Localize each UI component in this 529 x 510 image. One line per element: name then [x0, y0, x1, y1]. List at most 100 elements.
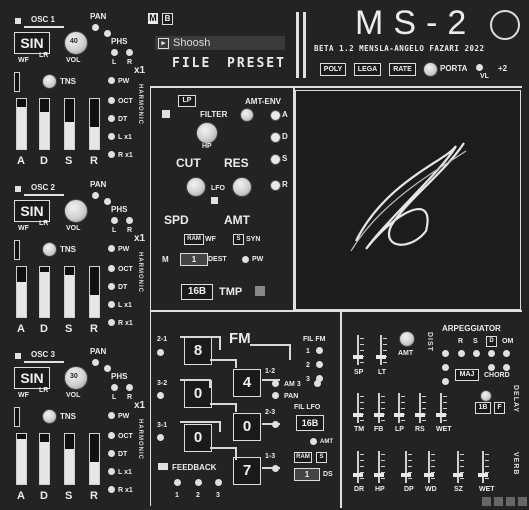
fx-slider-thumb-3[interactable]: [353, 413, 363, 417]
delay-f-button[interactable]: F: [494, 402, 505, 414]
osc-env-slider-a[interactable]: [16, 98, 27, 150]
am3-toggle[interactable]: [314, 380, 321, 387]
fil-fm-2-toggle[interactable]: [316, 361, 323, 368]
arp-toggle-3[interactable]: [473, 350, 480, 357]
osc-phs-l-toggle[interactable]: [111, 217, 118, 224]
fb-1-knob[interactable]: [174, 479, 181, 486]
osc-oct-knob[interactable]: [108, 97, 115, 104]
fx-slider-track-1[interactable]: [357, 335, 359, 365]
fm-op-1[interactable]: 8: [184, 337, 212, 365]
osc-pan-toggle[interactable]: [104, 198, 111, 205]
fx-slider-track-5[interactable]: [398, 393, 400, 423]
fx-slider-thumb-4[interactable]: [374, 413, 384, 417]
fx-slider-track-6[interactable]: [419, 393, 421, 423]
m-button[interactable]: M: [148, 13, 158, 24]
osc-pan-toggle[interactable]: [104, 365, 111, 372]
osc-phs-r-toggle[interactable]: [126, 384, 133, 391]
fx-slider-thumb-6[interactable]: [415, 413, 425, 417]
ratio-3-1-knob[interactable]: [157, 434, 164, 441]
fil-lfo-amt-knob[interactable]: [310, 438, 317, 445]
osc-dt-knob[interactable]: [108, 283, 115, 290]
lp-button[interactable]: LP: [178, 95, 196, 107]
lfo-s-button[interactable]: S: [233, 234, 244, 245]
preset-menu[interactable]: PRESET: [227, 56, 286, 71]
ratio-3-2-knob[interactable]: [157, 392, 164, 399]
osc-phs-r-toggle[interactable]: [126, 217, 133, 224]
lfo-toggle[interactable]: [211, 197, 218, 204]
osc-env-slider-s[interactable]: [64, 98, 75, 150]
porta-toggle[interactable]: [476, 64, 483, 71]
lfo-dest-value[interactable]: 1: [180, 253, 208, 266]
fm-op-6[interactable]: 7: [233, 457, 261, 485]
verb-toggle-4[interactable]: [518, 497, 527, 506]
preset-name-field[interactable]: ▶ Shoosh: [155, 36, 285, 50]
osc-power-toggle[interactable]: [15, 186, 21, 192]
lfo-amt-knob[interactable]: [232, 177, 252, 197]
osc-env-slider-r[interactable]: [89, 266, 100, 318]
osc-env-slider-r[interactable]: [89, 98, 100, 150]
env-d-knob[interactable]: [270, 132, 281, 143]
fil-lfo-value[interactable]: 16B: [296, 415, 324, 431]
osc-tns-knob[interactable]: [42, 242, 57, 257]
dist-amt-knob[interactable]: [399, 331, 415, 347]
fx-slider-track-9[interactable]: [378, 451, 380, 483]
env-a-knob[interactable]: [270, 110, 281, 121]
osc-env-slider-d[interactable]: [39, 433, 50, 485]
lfo-speed-knob[interactable]: [186, 177, 206, 197]
arp-toggle-6[interactable]: [442, 364, 449, 371]
osc-pan-knob[interactable]: [92, 192, 99, 199]
osc-tns-knob[interactable]: [42, 74, 57, 89]
fx-slider-track-2[interactable]: [380, 335, 382, 365]
osc-vol-knob[interactable]: [64, 366, 88, 390]
osc-rx1-knob[interactable]: [108, 151, 115, 158]
fx-slider-thumb-10[interactable]: [401, 473, 411, 477]
fx-slider-thumb-8[interactable]: [353, 473, 363, 477]
osc-vol-knob[interactable]: [64, 199, 88, 223]
poly-button[interactable]: POLY: [320, 63, 346, 76]
osc-vol-knob[interactable]: [64, 31, 88, 55]
osc-env-slider-r[interactable]: [89, 433, 100, 485]
osc-lx1-knob[interactable]: [108, 301, 115, 308]
ratio-1-3-knob[interactable]: [272, 465, 279, 472]
arp-toggle-8[interactable]: [503, 364, 510, 371]
delay-1b-button[interactable]: 1B: [475, 402, 491, 414]
fb-3-knob[interactable]: [215, 479, 222, 486]
porta-knob[interactable]: [423, 62, 438, 77]
fx-slider-track-4[interactable]: [378, 393, 380, 423]
osc-tns-slot[interactable]: [14, 240, 20, 260]
fx-slider-thumb-9[interactable]: [374, 473, 384, 477]
fm-op-3[interactable]: 0: [184, 424, 212, 452]
fx-slider-track-11[interactable]: [428, 451, 430, 483]
delay-knob[interactable]: [480, 390, 492, 402]
fm-op-4[interactable]: 4: [233, 369, 261, 397]
fm-s-button[interactable]: S: [316, 452, 327, 463]
osc-phs-l-toggle[interactable]: [111, 49, 118, 56]
feedback-toggle[interactable]: [158, 463, 168, 470]
osc-pan-toggle[interactable]: [104, 30, 111, 37]
osc-power-toggle[interactable]: [15, 353, 21, 359]
fx-slider-track-12[interactable]: [457, 451, 459, 483]
verb-toggle-3[interactable]: [506, 497, 515, 506]
fm-op-2[interactable]: 0: [184, 380, 212, 408]
osc-wave-select[interactable]: SIN: [14, 32, 50, 54]
filter-cut-knob[interactable]: [196, 122, 218, 144]
osc-tns-knob[interactable]: [42, 409, 57, 424]
osc-rx1-knob[interactable]: [108, 319, 115, 326]
osc-pw-knob[interactable]: [108, 412, 115, 419]
ratio-2-3-knob[interactable]: [272, 421, 279, 428]
osc-oct-knob[interactable]: [108, 432, 115, 439]
osc-env-slider-s[interactable]: [64, 433, 75, 485]
fil-fm-3-toggle[interactable]: [316, 375, 323, 382]
fx-slider-track-13[interactable]: [482, 451, 484, 483]
lfo-ram-button[interactable]: RAM: [184, 234, 204, 245]
filter-toggle[interactable]: [162, 110, 170, 118]
env-s-knob[interactable]: [270, 154, 281, 165]
osc-rx1-knob[interactable]: [108, 486, 115, 493]
osc-phs-r-toggle[interactable]: [126, 49, 133, 56]
chord-toggle[interactable]: [442, 378, 449, 385]
fm-op-5[interactable]: 0: [233, 413, 261, 441]
fil-fm-1-toggle[interactable]: [316, 347, 323, 354]
fx-slider-track-3[interactable]: [357, 393, 359, 423]
tmp-toggle[interactable]: [255, 286, 265, 296]
osc-pw-knob[interactable]: [108, 77, 115, 84]
